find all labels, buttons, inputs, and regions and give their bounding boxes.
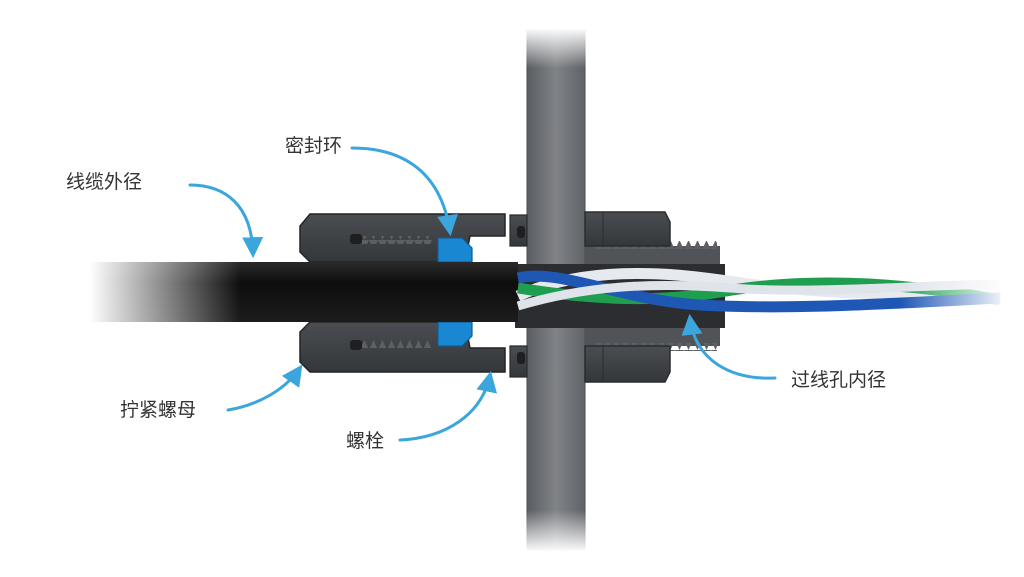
- leader-arrows: [188, 146, 777, 442]
- arrow-hole-inner-diameter: [681, 313, 777, 380]
- arrow-cable-outer-diameter: [188, 183, 264, 259]
- cable-jacket: [90, 262, 518, 322]
- arrow-bolt: [398, 370, 497, 442]
- arrow-tightening-nut: [226, 364, 303, 412]
- bolt-label: 螺栓: [346, 430, 385, 452]
- tightening-nut-label: 拧紧螺母: [120, 399, 197, 421]
- cable-outer-diameter-label: 线缆外径: [66, 171, 143, 193]
- inner-wires: [515, 262, 1010, 322]
- arrow-seal-ring: [350, 146, 458, 237]
- hole-inner-diameter-label: 过线孔内径: [791, 369, 887, 391]
- seal-ring-label: 密封环: [285, 135, 343, 157]
